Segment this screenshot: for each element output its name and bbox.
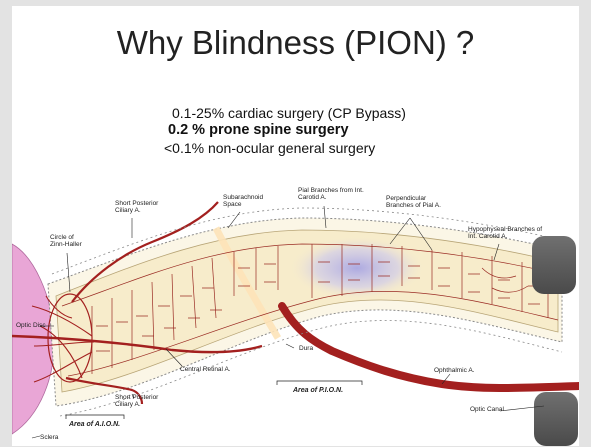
label-circle-zinn-haller: Circle of Zinn-Haller bbox=[50, 234, 90, 248]
slide: Why Blindness (PION) ? 0.1-25% cardiac s… bbox=[12, 6, 579, 446]
label-subarachnoid-space: Subarachnoid Space bbox=[223, 194, 268, 208]
label-central-retinal: Central Retinal A. bbox=[180, 366, 231, 373]
label-perpendicular-branches: Perpendicular Branches of Pial A. bbox=[386, 195, 446, 209]
label-area-pion: Area of P.I.O.N. bbox=[293, 387, 343, 394]
label-sclera: Sclera bbox=[40, 434, 58, 441]
label-hypophyseal-branches: Hypophyseal Branches of Int. Carotid A. bbox=[468, 226, 550, 240]
label-area-aion: Area of A.I.O.N. bbox=[69, 421, 120, 428]
label-short-posterior-ciliary-bottom: Short Posterior Ciliary A. bbox=[115, 394, 165, 408]
label-ophthalmic: Ophthalmic A. bbox=[434, 367, 474, 374]
bone-block-bottom bbox=[534, 392, 578, 446]
label-optic-disc: Optic Disc bbox=[16, 322, 46, 329]
label-pial-branches: Pial Branches from Int. Carotid A. bbox=[298, 187, 366, 201]
label-short-posterior-ciliary-top: Short Posterior Ciliary A. bbox=[115, 200, 170, 214]
label-dura: Dura bbox=[299, 345, 313, 352]
label-optic-canal: Optic Canal bbox=[470, 406, 504, 413]
bone-block-top bbox=[532, 236, 576, 294]
